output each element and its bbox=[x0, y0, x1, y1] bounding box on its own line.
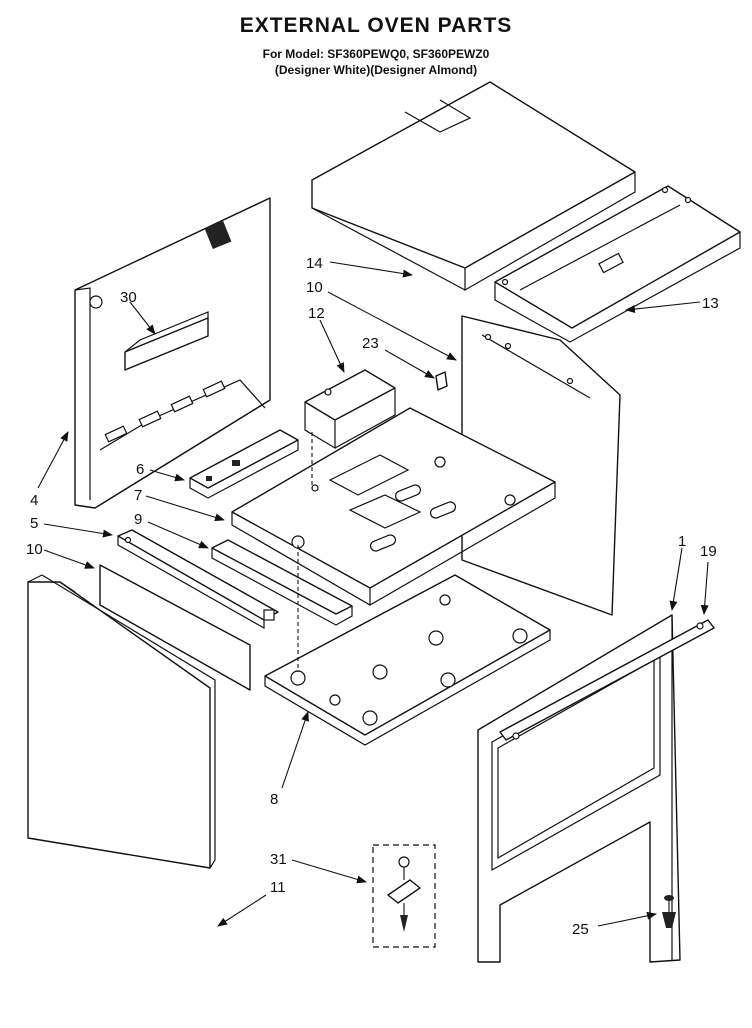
part-4-left-side-panel bbox=[74, 197, 271, 509]
model-line: For Model: SF360PEWQ0, SF360PEWZ0 bbox=[262, 47, 490, 61]
part-1-front-frame bbox=[477, 614, 681, 963]
callout-1: 1 bbox=[678, 533, 686, 550]
callout-4: 4 bbox=[30, 492, 38, 509]
callout-7: 7 bbox=[134, 487, 142, 504]
part-31-hardware-detail bbox=[372, 844, 436, 948]
callout-10-right: 10 bbox=[306, 279, 323, 296]
part-10-front-side-panel bbox=[99, 564, 251, 691]
callout-13: 13 bbox=[702, 295, 719, 312]
callout-10-left: 10 bbox=[26, 541, 43, 558]
part-11-left-side-panel bbox=[27, 574, 216, 869]
part-14-top-panel bbox=[311, 81, 636, 292]
leader-lines bbox=[37, 261, 709, 927]
part-7-support-tray bbox=[231, 407, 556, 606]
callout-30: 30 bbox=[120, 289, 137, 306]
callout-11: 11 bbox=[270, 879, 286, 896]
part-6-bracket bbox=[189, 429, 299, 499]
variant-line: (Designer White)(Designer Almond) bbox=[274, 63, 478, 77]
callout-9: 9 bbox=[134, 511, 142, 528]
callout-8: 8 bbox=[270, 791, 278, 808]
callout-5: 5 bbox=[30, 515, 38, 532]
callout-6: 6 bbox=[136, 461, 144, 478]
callout-12: 12 bbox=[308, 305, 325, 322]
callout-25: 25 bbox=[572, 921, 589, 938]
part-9-front-channel bbox=[211, 539, 353, 626]
part-30-bracket bbox=[124, 311, 209, 371]
callout-19: 19 bbox=[700, 543, 717, 560]
part-12-cover-box bbox=[304, 369, 396, 450]
callout-31: 31 bbox=[270, 851, 287, 868]
callout-14: 14 bbox=[306, 255, 323, 272]
part-13-rear-bracket bbox=[494, 185, 741, 343]
diagram-title: EXTERNAL OVEN PARTS bbox=[239, 14, 513, 37]
callout-23: 23 bbox=[362, 335, 379, 352]
part-19-trim-strip bbox=[499, 619, 715, 741]
part-23-clip bbox=[435, 371, 448, 391]
part-5-front-rail bbox=[117, 529, 279, 630]
part-25-leveling-leg bbox=[662, 895, 676, 928]
